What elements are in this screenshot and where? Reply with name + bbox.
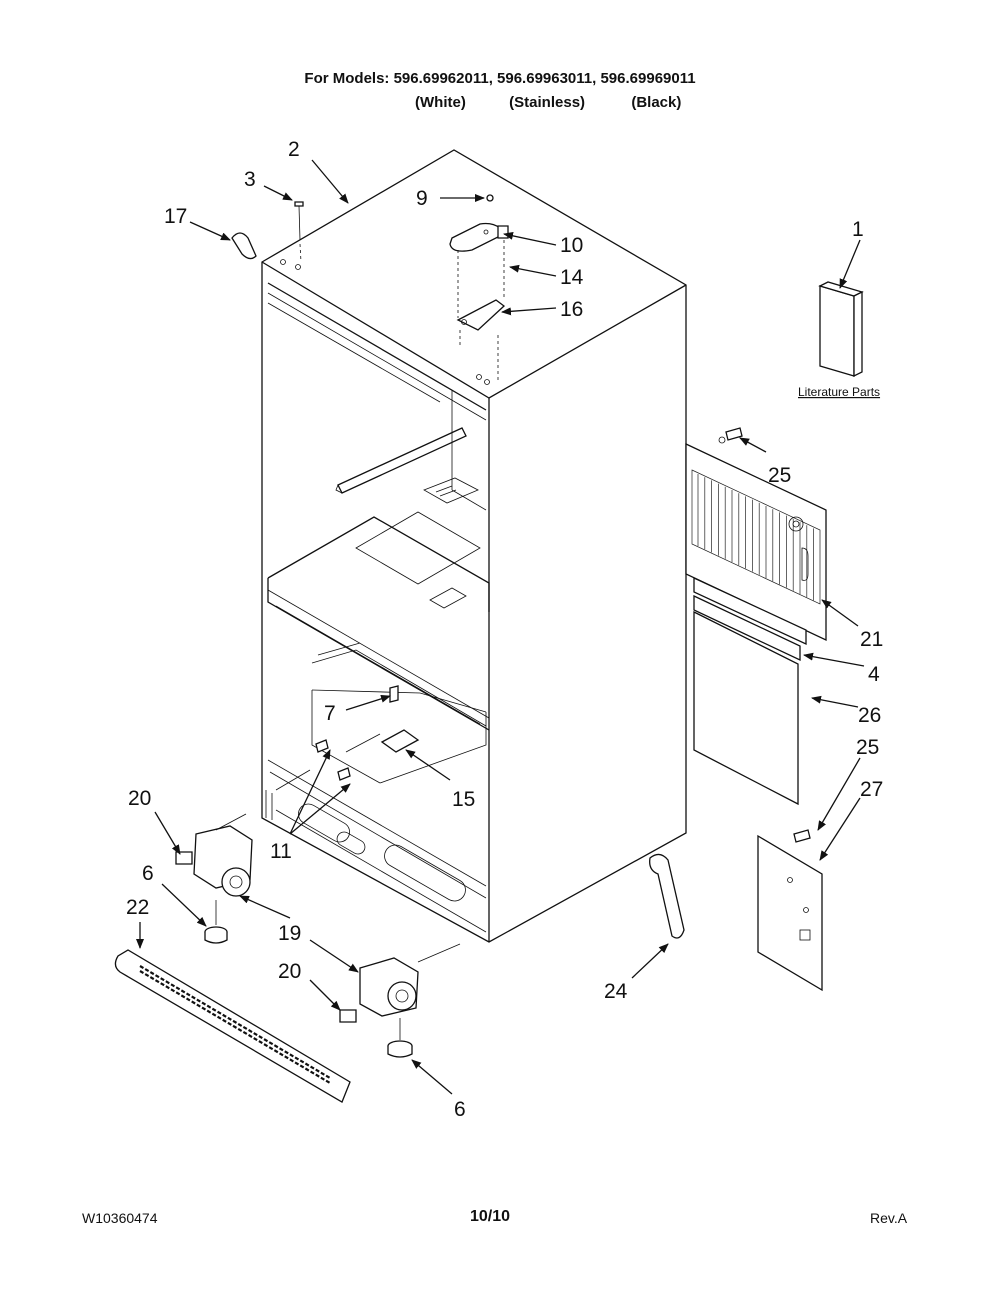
callout-11: 11 <box>270 840 292 863</box>
callout-labels: 1 2 3 4 6 6 7 9 10 11 14 15 16 17 19 20 … <box>126 138 883 1121</box>
callout-25-bottom: 25 <box>856 736 879 759</box>
callout-2: 2 <box>288 138 300 161</box>
callout-24: 24 <box>604 980 628 1003</box>
front-roller-right <box>339 943 461 1058</box>
callout-16: 16 <box>560 298 583 321</box>
callout-17: 17 <box>164 205 187 228</box>
base-grille <box>114 949 351 1103</box>
callout-6-left: 6 <box>142 862 154 885</box>
callout-20-right: 20 <box>278 960 301 983</box>
callout-20-left: 20 <box>128 787 151 810</box>
callout-25-top: 25 <box>768 464 791 487</box>
callout-19: 19 <box>278 922 301 945</box>
tube-and-screw <box>231 201 304 263</box>
callout-15: 15 <box>452 788 475 811</box>
cabinet <box>261 149 687 943</box>
callout-1: 1 <box>852 218 864 241</box>
callout-3: 3 <box>244 168 256 191</box>
cover-plate <box>757 829 823 992</box>
callout-arrows <box>136 159 865 1095</box>
variant-stainless: (Stainless) <box>509 94 586 111</box>
callout-26: 26 <box>858 704 881 727</box>
callout-10: 10 <box>560 234 583 257</box>
callout-7: 7 <box>324 702 336 725</box>
literature-book <box>818 281 864 378</box>
variant-white: (White) <box>415 94 466 111</box>
callout-9: 9 <box>416 187 428 210</box>
rear-access-panel <box>685 427 827 642</box>
callout-14: 14 <box>560 266 584 289</box>
grille-slot-row <box>139 970 331 1084</box>
grille-slot-row <box>139 965 331 1079</box>
callout-22: 22 <box>126 896 149 919</box>
leveling-wrench <box>649 853 685 939</box>
callout-21: 21 <box>860 628 883 651</box>
callout-6-right: 6 <box>454 1098 466 1121</box>
callout-27: 27 <box>860 778 883 801</box>
rear-strip-and-cover <box>693 576 807 806</box>
front-roller-left <box>175 813 253 944</box>
literature-parts-label: Literature Parts <box>798 385 880 399</box>
callout-4: 4 <box>868 663 880 686</box>
model-variants: (White) (Stainless) (Black) <box>415 94 681 111</box>
document-number: W10360474 <box>82 1210 158 1226</box>
revision: Rev.A <box>870 1210 908 1226</box>
drawer-brackets <box>315 685 420 781</box>
variant-black: (Black) <box>631 94 682 111</box>
models-line: For Models: 596.69962011, 596.69963011, … <box>304 70 696 87</box>
page-number: 10/10 <box>469 1208 511 1225</box>
